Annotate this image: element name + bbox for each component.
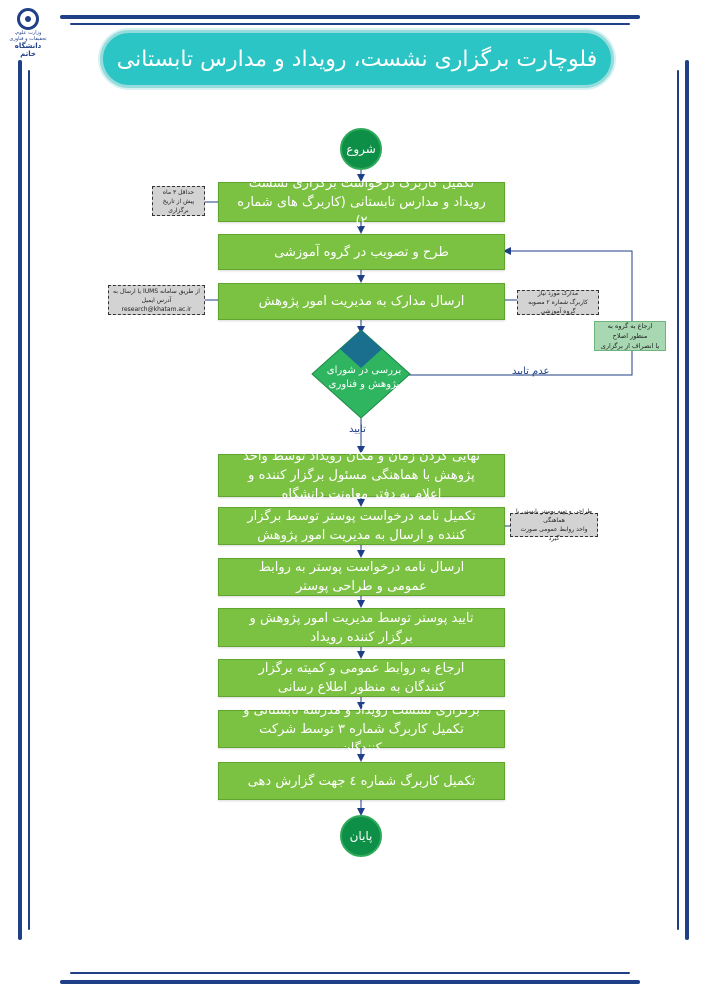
step-6-send-to-public-relations: ارسال نامه درخواست پوستر به روابط عمومی … <box>218 558 505 596</box>
note-min-time: حداقل ۳ ماه پیش از تاریخ برگزاری <box>152 186 205 216</box>
end-node: پایان <box>340 815 382 857</box>
note-poster-design-line-2: واحد روابط عمومی صورت گیرد <box>520 526 588 542</box>
page-title-banner: فلوچارت برگزاری نشست، رویداد و مدارس تاب… <box>100 30 614 88</box>
university-logo: وزارت علوم، تحقیقات و فناوری دانشگاه خات… <box>6 8 50 62</box>
frame-right-line-inner <box>677 70 679 930</box>
note-required-documents-line-1: مدارک مورد نیاز <box>537 290 579 297</box>
frame-right-line <box>685 60 689 940</box>
step-5-poster-request-letter: تکمیل نامه درخواست پوستر توسط برگزار کنن… <box>218 507 505 545</box>
logo-ministry-text: وزارت علوم، تحقیقات و فناوری <box>9 30 47 42</box>
reject-label: عدم تایید <box>512 366 550 377</box>
decision-text: بررسی در شورای پژوهش و فناوری <box>320 364 408 392</box>
note-required-documents-line-2: کاربرگ شماره ۲ مصوبه گروه آموزشی <box>528 299 588 315</box>
frame-bottom-line-inner <box>70 972 630 974</box>
logo-university-name: دانشگاه خاتم <box>14 42 42 58</box>
note-iums-line-1: از طریق سامانه IUMS یا ارسال به <box>113 287 200 295</box>
logo-emblem-icon <box>17 8 39 30</box>
decision-text-line-1: بررسی در شورای <box>326 365 402 376</box>
start-node: شروع <box>340 128 382 170</box>
note-return-line-1: ارجاع به گروه به منظور اصلاح <box>607 322 653 340</box>
note-return-line-2: یا انصراف از برگزاری <box>600 342 660 350</box>
note-poster-design: طراحی و تهیه پوستر بایستی با هماهنگی واح… <box>510 508 598 542</box>
step-2-department-approval: طرح و تصویب در گروه آموزشی <box>218 234 505 270</box>
step-10-report-form: تکمیل کاربرگ شماره ٤ جهت گزارش دهی <box>218 762 505 800</box>
step-8-refer-for-announcement: ارجاع به روابط عمومی و کمیته برگزار کنند… <box>218 659 505 697</box>
note-iums-line-2: آدرس ایمیل research@khatam.ac.ir <box>121 296 192 313</box>
frame-top-line-inner <box>70 23 630 25</box>
frame-bottom-line <box>60 980 640 984</box>
note-return-to-department: ارجاع به گروه به منظور اصلاح یا انصراف ا… <box>594 321 666 351</box>
decision-text-line-2: پژوهش و فناوری <box>328 379 400 390</box>
note-poster-design-line-1: طراحی و تهیه پوستر بایستی با هماهنگی <box>515 508 593 524</box>
note-iums: از طریق سامانه IUMS یا ارسال به آدرس ایم… <box>108 285 205 315</box>
step-3-send-documents: ارسال مدارک به مدیریت امور پژوهش <box>218 283 505 320</box>
note-min-time-line-2: پیش از تاریخ برگزاری <box>162 197 195 214</box>
step-9-hold-event: برگزاری نشست رویداد و مدرسه تابستانی و ت… <box>218 703 505 756</box>
frame-left-line <box>18 60 22 940</box>
note-required-documents: مدارک مورد نیاز کاربرگ شماره ۲ مصوبه گرو… <box>517 290 599 315</box>
reject-loop-connector <box>407 247 633 376</box>
step-7-poster-approval: تایید پوستر توسط مدیریت امور پژوهش و برگ… <box>218 608 505 647</box>
note-min-time-line-1: حداقل ۳ ماه <box>162 188 195 196</box>
frame-top-line <box>60 15 640 19</box>
approve-label: تایید <box>349 424 366 435</box>
page-title: فلوچارت برگزاری نشست، رویداد و مدارس تاب… <box>116 46 598 72</box>
frame-left-line-inner <box>28 70 30 930</box>
